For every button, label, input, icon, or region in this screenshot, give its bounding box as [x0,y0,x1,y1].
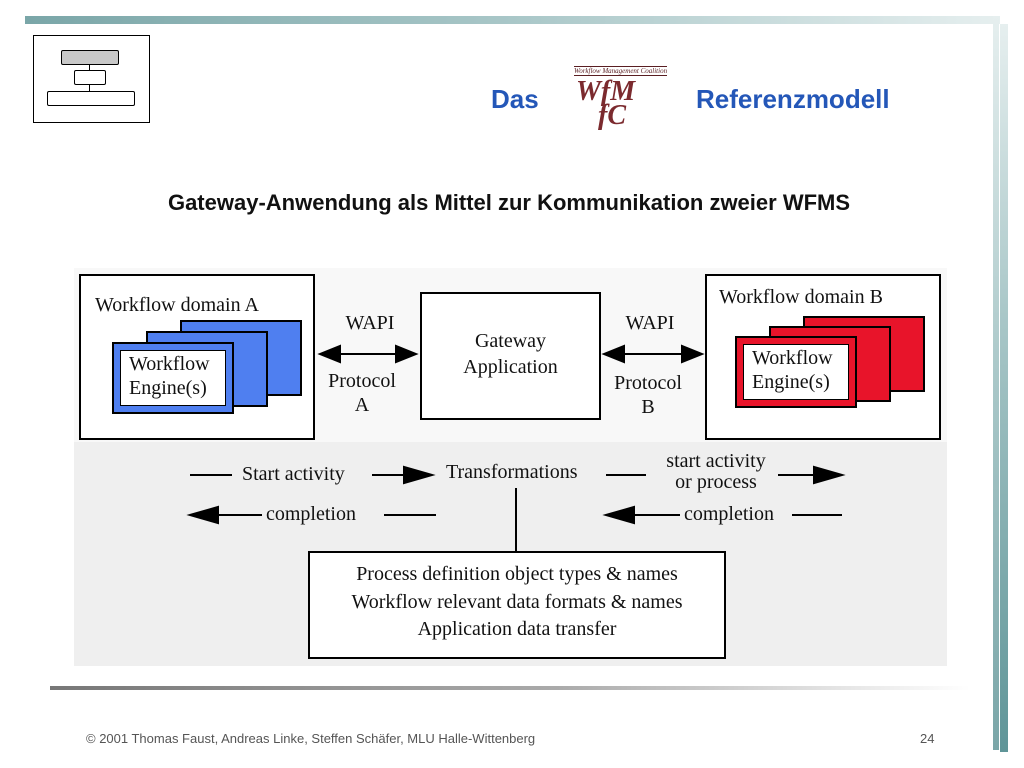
hierarchy-connector [89,84,90,91]
domain-a-engine-line1: Workflow [129,353,210,375]
completion-right-label: completion [684,503,774,525]
wapi-a-arrowhead-right [395,344,419,364]
domain-a-engine-front: Workflow Engine(s) [112,342,234,414]
completion-left-label: completion [266,503,356,525]
top-decor-bar [25,16,1000,24]
start-activity-label: Start activity [242,463,345,485]
title-left: Das [491,84,539,114]
wfmc-logo: Workflow Management Coalition WfM fC [570,66,674,138]
details-line-1: Process definition object types & names [356,563,678,585]
domain-b-title: Workflow domain B [719,286,883,308]
wapi-b-arrowhead-right [681,344,705,364]
domain-b-engine-front: Workflow Engine(s) [735,336,857,408]
gateway-line1: Gateway [474,330,547,352]
page-number: 24 [920,731,935,746]
hierarchy-connector [89,64,90,70]
start-activity-arrowhead [403,465,436,485]
left-protocol-line2: A [354,394,370,416]
gateway-application-box: Gateway Application [420,292,601,420]
left-wapi-label: WAPI [345,312,395,334]
transformations-connector [515,488,517,552]
domain-b-engine-line1: Workflow [752,347,833,369]
wfmc-logo-line1: WfM [576,76,636,107]
start-activity-or-process-line2: or process [675,471,757,493]
details-line-3: Application data transfer [417,618,617,640]
domain-a-engine-line2: Engine(s) [129,377,207,399]
title-right: Referenzmodell [696,84,890,114]
start-process-arrowhead [813,465,846,485]
domain-a-engine-label-box: Workflow Engine(s) [120,350,226,406]
hierarchy-box-bottom [47,91,135,106]
domain-a-title: Workflow domain A [95,294,259,316]
start-activity-or-process-line1: start activity [666,450,766,472]
wapi-b-arrowhead-left [601,344,625,364]
hierarchy-box-top [61,50,119,65]
hierarchy-logo [33,35,150,123]
wfmc-logo-line2: fC [598,100,626,131]
footer-divider [50,686,970,690]
wapi-a-arrowhead-left [317,344,341,364]
domain-b-engine-label-box: Workflow Engine(s) [743,344,849,400]
right-protocol-line1: Protocol [614,372,682,394]
wfmc-coalition-text: Workflow Management Coalition [574,66,668,76]
domain-b-engine-line2: Engine(s) [752,371,830,393]
details-line-2: Workflow relevant data formats & names [351,591,683,613]
slide-subtitle: Gateway-Anwendung als Mittel zur Kommuni… [167,190,851,215]
footer-copyright: © 2001 Thomas Faust, Andreas Linke, Stef… [86,731,536,746]
left-protocol-line1: Protocol [328,370,396,392]
gateway-line2: Application [463,356,558,378]
right-protocol-line2: B [641,396,655,418]
transformations-label: Transformations [446,461,578,483]
right-decor-bar-light [993,16,999,750]
details-box: Process definition object types & names … [308,551,726,659]
right-decor-bar [1000,24,1008,752]
hierarchy-box-middle [74,70,106,85]
right-wapi-label: WAPI [625,312,675,334]
